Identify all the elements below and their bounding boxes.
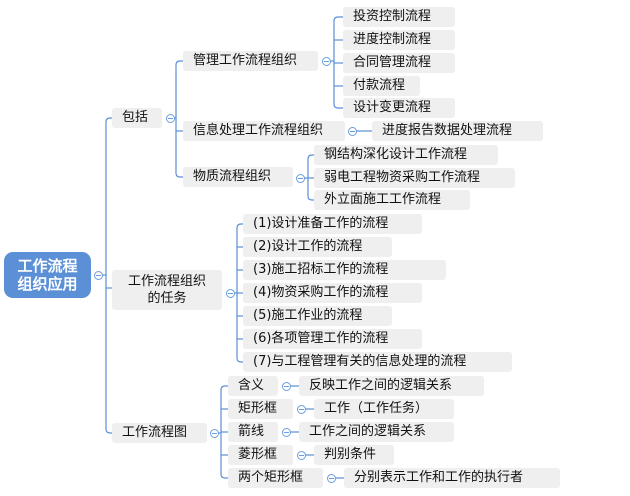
root-label-line2: 组织应用 (17, 275, 78, 293)
task-item[interactable]: (5)施工作业的流程 (243, 306, 392, 326)
connector-line (105, 428, 112, 434)
include-node[interactable]: 包括 (112, 108, 162, 128)
root-node[interactable]: 工作流程 组织应用 (4, 252, 91, 298)
collapse-toggle-icon[interactable] (165, 113, 175, 123)
flowchart-term-meaning[interactable]: 分别表示工作和工作的执行者 (344, 468, 560, 488)
collapse-toggle-icon[interactable] (281, 381, 291, 391)
connector-line (236, 223, 243, 229)
flowchart-term[interactable]: 菱形框 (228, 445, 293, 465)
flowchart-term-meaning[interactable]: 反映工作之间的逻辑关系 (299, 376, 484, 396)
connector-line (333, 16, 343, 22)
tasks-node[interactable]: 工作流程组织的任务 (112, 270, 222, 310)
material-item[interactable]: 外立面施工工作流程 (314, 190, 470, 210)
material-flow-node[interactable]: 物质流程组织 (183, 167, 293, 187)
connector-line (307, 195, 314, 201)
collapse-toggle-icon[interactable] (225, 288, 235, 298)
connector-line (105, 117, 112, 123)
collapse-toggle-icon[interactable] (295, 173, 305, 183)
flowchart-node[interactable]: 工作流程图 (112, 423, 207, 443)
flowchart-term-meaning[interactable]: 工作（工作任务） (314, 399, 454, 419)
collapse-toggle-icon[interactable] (281, 427, 291, 437)
root-label-line1: 工作流程 (17, 257, 78, 275)
flowchart-term[interactable]: 箭线 (228, 422, 278, 442)
collapse-toggle-icon[interactable] (326, 473, 336, 483)
management-item[interactable]: 进度控制流程 (343, 30, 455, 50)
tasks-label-line1: 工作流程组织 (127, 274, 206, 289)
connector-line (175, 60, 183, 66)
flowchart-term[interactable]: 两个矩形框 (228, 468, 323, 488)
collapse-toggle-icon[interactable] (209, 428, 219, 438)
connector-line (307, 154, 314, 160)
management-flow-node[interactable]: 管理工作流程组织 (183, 51, 318, 71)
tasks-label-line2: 的任务 (147, 291, 187, 306)
flowchart-term[interactable]: 含义 (228, 376, 278, 396)
info-item[interactable]: 进度报告数据处理流程 (372, 121, 543, 141)
connector-line (220, 473, 228, 479)
management-item[interactable]: 合同管理流程 (343, 53, 455, 73)
collapse-toggle-icon[interactable] (347, 126, 357, 136)
task-item[interactable]: (4)物资采购工作的流程 (243, 283, 422, 303)
flowchart-term-meaning[interactable]: 判别条件 (314, 445, 394, 465)
task-item[interactable]: (7)与工程管理有关的信息处理的流程 (243, 352, 512, 372)
flowchart-term-meaning[interactable]: 工作之间的逻辑关系 (299, 422, 454, 442)
task-item[interactable]: (1)设计准备工作的流程 (243, 214, 422, 234)
collapse-toggle-icon[interactable] (93, 270, 103, 280)
flowchart-term[interactable]: 矩形框 (228, 399, 293, 419)
collapse-toggle-icon[interactable] (296, 404, 306, 414)
management-item[interactable]: 设计变更流程 (343, 98, 455, 118)
material-item[interactable]: 弱电工程物资采购工作流程 (314, 168, 515, 188)
task-item[interactable]: (2)设计工作的流程 (243, 237, 392, 257)
task-item[interactable]: (6)各项管理工作的流程 (243, 329, 422, 349)
management-item[interactable]: 付款流程 (343, 76, 420, 96)
collapse-toggle-icon[interactable] (296, 450, 306, 460)
connector-line (175, 172, 183, 178)
task-item[interactable]: (3)施工招标工作的流程 (243, 260, 446, 280)
management-item[interactable]: 投资控制流程 (343, 7, 455, 27)
info-flow-node[interactable]: 信息处理工作流程组织 (183, 121, 345, 141)
connector-line (333, 103, 343, 109)
connector-line (236, 357, 243, 363)
collapse-toggle-icon[interactable] (321, 56, 331, 66)
connector-line (220, 385, 228, 391)
material-item[interactable]: 钢结构深化设计工作流程 (314, 145, 498, 165)
